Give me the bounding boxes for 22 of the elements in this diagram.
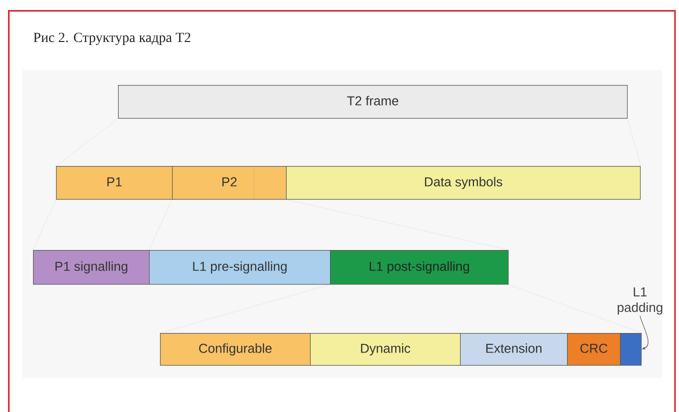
leader-line [640, 315, 648, 350]
expansion-line [508, 284, 642, 334]
expansion-line [32, 199, 56, 250]
segment-block: CRC [567, 333, 621, 366]
expansion-line [160, 284, 330, 334]
segment-block: P1 signalling [33, 250, 150, 285]
padding-block [620, 333, 642, 366]
segment-block: L1 post-signalling [330, 250, 509, 285]
expansion-line [56, 118, 118, 166]
figure-title: Рис 2. Структура кадра T2 [34, 32, 190, 46]
callout-label: L1 padding [618, 287, 662, 315]
expansion-line [627, 118, 641, 166]
segment-block: Extension [460, 333, 568, 366]
segment-block: Configurable [160, 333, 311, 366]
frame-bar: T2 frame [118, 85, 628, 119]
segment-block: Data symbols [286, 166, 641, 200]
expansion-line [286, 199, 509, 250]
segment-block: Dynamic [310, 333, 461, 366]
segment-block: L1 pre-signalling [149, 250, 331, 285]
expansion-line [148, 199, 172, 250]
segment-block: P2 [172, 166, 287, 200]
segment-block: P1 [56, 166, 173, 200]
